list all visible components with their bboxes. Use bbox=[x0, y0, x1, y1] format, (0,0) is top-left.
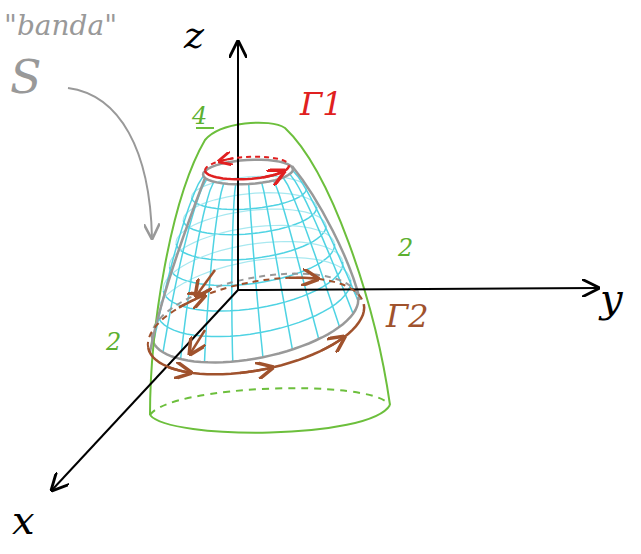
leader-arrow bbox=[68, 88, 152, 238]
axis-label: z bbox=[184, 16, 204, 54]
mesh-meridian bbox=[249, 184, 263, 357]
band-edge bbox=[150, 178, 205, 352]
dimension-number: 2 bbox=[106, 330, 121, 354]
gamma2-arrow bbox=[289, 278, 318, 279]
gamma2-arrow bbox=[168, 367, 191, 373]
mesh-meridian bbox=[262, 183, 293, 350]
label-text: "banda" bbox=[4, 12, 117, 40]
band-bottom-edge bbox=[152, 297, 358, 362]
paraboloid-base-back bbox=[150, 388, 390, 415]
flow-arrow bbox=[190, 330, 205, 354]
mesh-meridian bbox=[274, 181, 319, 340]
z-axis bbox=[237, 42, 239, 290]
gamma1-curve-back bbox=[205, 157, 289, 171]
boundary-curves bbox=[148, 157, 364, 375]
gamma2-curve bbox=[148, 304, 364, 374]
axis-label: y bbox=[600, 278, 623, 318]
band-edge bbox=[292, 166, 360, 300]
mesh-meridian bbox=[163, 179, 207, 352]
gamma2-arrow bbox=[240, 368, 272, 374]
dimension-number: 4 bbox=[192, 104, 207, 128]
curve-name: Γ1 bbox=[300, 88, 343, 120]
mesh-meridian bbox=[232, 184, 236, 361]
gamma2-arrow bbox=[179, 295, 205, 307]
gamma2-arrow bbox=[322, 337, 345, 350]
gamma2-curve-back bbox=[148, 278, 364, 348]
surface-name: S bbox=[10, 54, 42, 100]
mesh-meridian bbox=[290, 174, 353, 314]
mesh-meridian bbox=[293, 171, 358, 302]
paraboloid-base-front bbox=[150, 405, 390, 433]
gamma1-curve bbox=[205, 166, 289, 180]
x-axis bbox=[52, 290, 238, 490]
paraboloid-outline bbox=[150, 123, 390, 415]
flow-arrow bbox=[196, 270, 215, 296]
band-bottom-edge-back bbox=[152, 274, 358, 339]
gamma1-arrow bbox=[219, 158, 233, 161]
band-top-edge bbox=[203, 160, 293, 185]
y-axis bbox=[238, 288, 598, 290]
axis-label: x bbox=[12, 500, 35, 540]
dimension-number: 2 bbox=[398, 236, 413, 260]
curve-name: Γ2 bbox=[386, 300, 429, 332]
gamma1-arrow bbox=[263, 171, 284, 177]
